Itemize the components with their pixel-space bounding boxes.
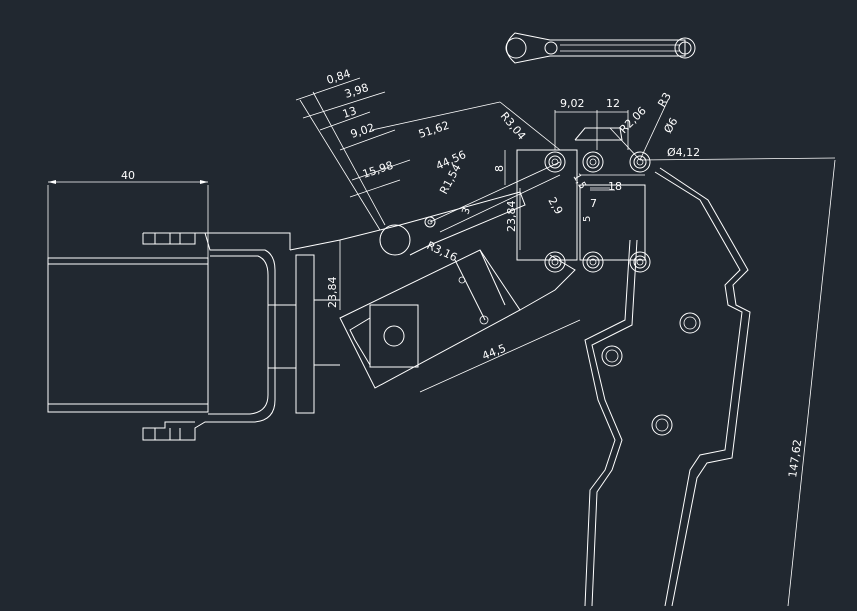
dim-23-84-a: 23,84	[326, 277, 339, 309]
dim-R3: R3	[655, 90, 674, 109]
dim-147-62: 147,62	[786, 438, 804, 478]
dim-13: 13	[341, 104, 358, 121]
dim-9-02-b: 9,02	[560, 97, 585, 110]
dim-2-9: 2,9	[545, 195, 565, 217]
dim-0-84: 0,84	[325, 67, 352, 87]
dim-12: 12	[606, 97, 620, 110]
dim-5: 5	[582, 216, 593, 222]
dim-23-84-b: 23,84	[505, 201, 518, 233]
dim-18: 18	[608, 180, 622, 193]
servo-body	[47, 185, 209, 413]
small-link-detail	[505, 32, 696, 64]
servo-bracket	[142, 232, 340, 441]
dim-R3-16: R3,16	[425, 239, 460, 264]
dim-9-02-a: 9,02	[349, 121, 376, 141]
dim-R2-06: R2,06	[617, 104, 649, 136]
dim-44-5: 44,5	[480, 342, 508, 363]
dim-D6: Ø6	[661, 115, 680, 135]
dimension-labels: 0,84 3,98 13 9,02 51,62 15,98 44,56 R1,5…	[325, 67, 804, 478]
dim-15-98: 15,98	[361, 159, 395, 181]
dim-D4-12: Ø4,12	[667, 146, 700, 159]
dimension-lines	[295, 77, 836, 607]
upper-link	[289, 91, 561, 256]
dim-51-62: 51,62	[417, 119, 451, 141]
dim-7: 7	[590, 197, 597, 210]
dimension-40: 40	[48, 169, 208, 184]
gripper-block	[516, 127, 651, 273]
dim-40-label: 40	[121, 169, 135, 182]
gripper-finger	[584, 167, 751, 607]
dim-8: 8	[493, 165, 506, 172]
lower-link	[339, 249, 576, 389]
dim-3-6: 3	[460, 206, 473, 216]
dim-R3-04: R3,04	[498, 110, 529, 143]
